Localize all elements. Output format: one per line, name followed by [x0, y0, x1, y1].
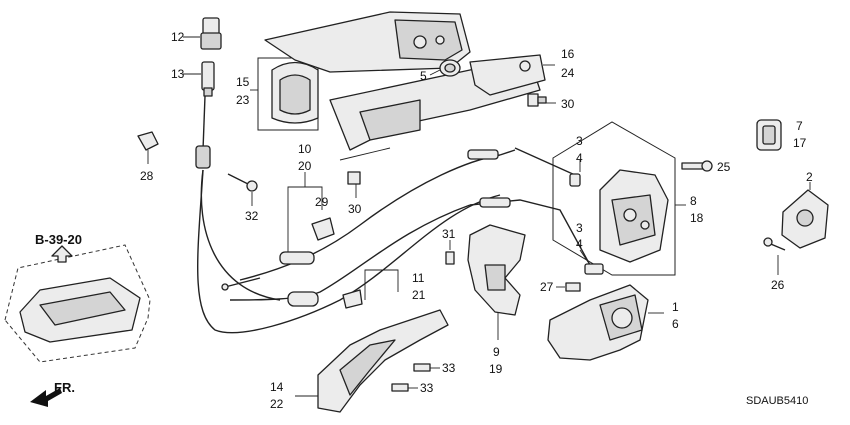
callout-29: 29 [315, 195, 329, 209]
callout-24: 24 [561, 66, 575, 80]
callout-18: 18 [690, 211, 704, 225]
callout-19: 19 [489, 362, 503, 376]
callout-26: 26 [771, 278, 785, 292]
diagram-code: SDAUB5410 [746, 395, 808, 407]
striker-part-2 [781, 182, 829, 249]
latch-cable-lower [229, 197, 591, 309]
cylinder-part [429, 59, 461, 77]
callout-13: 13 [171, 67, 185, 81]
clip-part-28 [137, 131, 159, 164]
clip-part-29 [311, 217, 335, 241]
callout-4a: 4 [576, 151, 583, 165]
bolt-part-31 [445, 240, 455, 265]
inner-bracket-part-9 [467, 224, 526, 340]
callout-14: 14 [270, 380, 284, 394]
reference-label: B-39-20 [35, 232, 82, 247]
callout-16: 16 [561, 47, 575, 61]
screw-part-33a [413, 363, 440, 372]
screw-part-25 [681, 160, 713, 172]
front-arrow-icon [30, 388, 62, 407]
screw-part-26 [763, 237, 786, 275]
callout-20: 20 [298, 159, 312, 173]
screw-part-27 [556, 282, 581, 292]
bolt-part-30a [527, 93, 556, 107]
callout-6: 6 [672, 317, 679, 331]
screw-part-32 [227, 173, 258, 206]
callout-17: 17 [793, 136, 807, 150]
bracket-10-20 [287, 172, 323, 252]
callout-12: 12 [171, 30, 185, 44]
actuator-part-1 [547, 284, 664, 361]
callout-22: 22 [270, 397, 284, 411]
lock-rod-cable [195, 95, 501, 334]
inner-handle-inset [4, 244, 151, 363]
lock-knob-part [183, 17, 222, 50]
outer-handle-assembly [250, 11, 546, 151]
callout-7: 7 [796, 119, 803, 133]
lock-rod-part [183, 61, 215, 97]
callout-30a: 30 [561, 97, 575, 111]
callout-28: 28 [140, 169, 154, 183]
callout-27: 27 [540, 280, 554, 294]
callout-25: 25 [717, 160, 731, 174]
callout-15: 15 [236, 75, 250, 89]
callout-33a: 33 [442, 361, 456, 375]
callout-31: 31 [442, 227, 456, 241]
cap-part-7 [756, 119, 782, 151]
callout-21: 21 [412, 288, 426, 302]
callout-10: 10 [298, 142, 312, 156]
up-arrow-icon [51, 245, 73, 263]
callout-8: 8 [690, 194, 697, 208]
cable-guide-lower [579, 249, 604, 275]
callout-5: 5 [420, 69, 427, 83]
callout-33b: 33 [420, 381, 434, 395]
callout-9: 9 [493, 345, 500, 359]
callout-30b: 30 [348, 202, 362, 216]
screw-part-33b [391, 383, 418, 392]
inner-handle-base-part-14 [295, 309, 449, 413]
bolt-part-30b [339, 147, 391, 198]
callout-23: 23 [236, 93, 250, 107]
front-label: FR. [54, 380, 75, 395]
callout-32: 32 [245, 209, 259, 223]
latch-cable-upper [221, 149, 516, 291]
callout-2: 2 [806, 170, 813, 184]
callout-11: 11 [412, 271, 425, 285]
callout-3b: 3 [576, 221, 583, 235]
callout-3a: 3 [576, 134, 583, 148]
callout-4b: 4 [576, 237, 583, 251]
latch-assembly [552, 121, 686, 276]
callout-1: 1 [672, 300, 679, 314]
cable-guide-upper [514, 147, 581, 187]
